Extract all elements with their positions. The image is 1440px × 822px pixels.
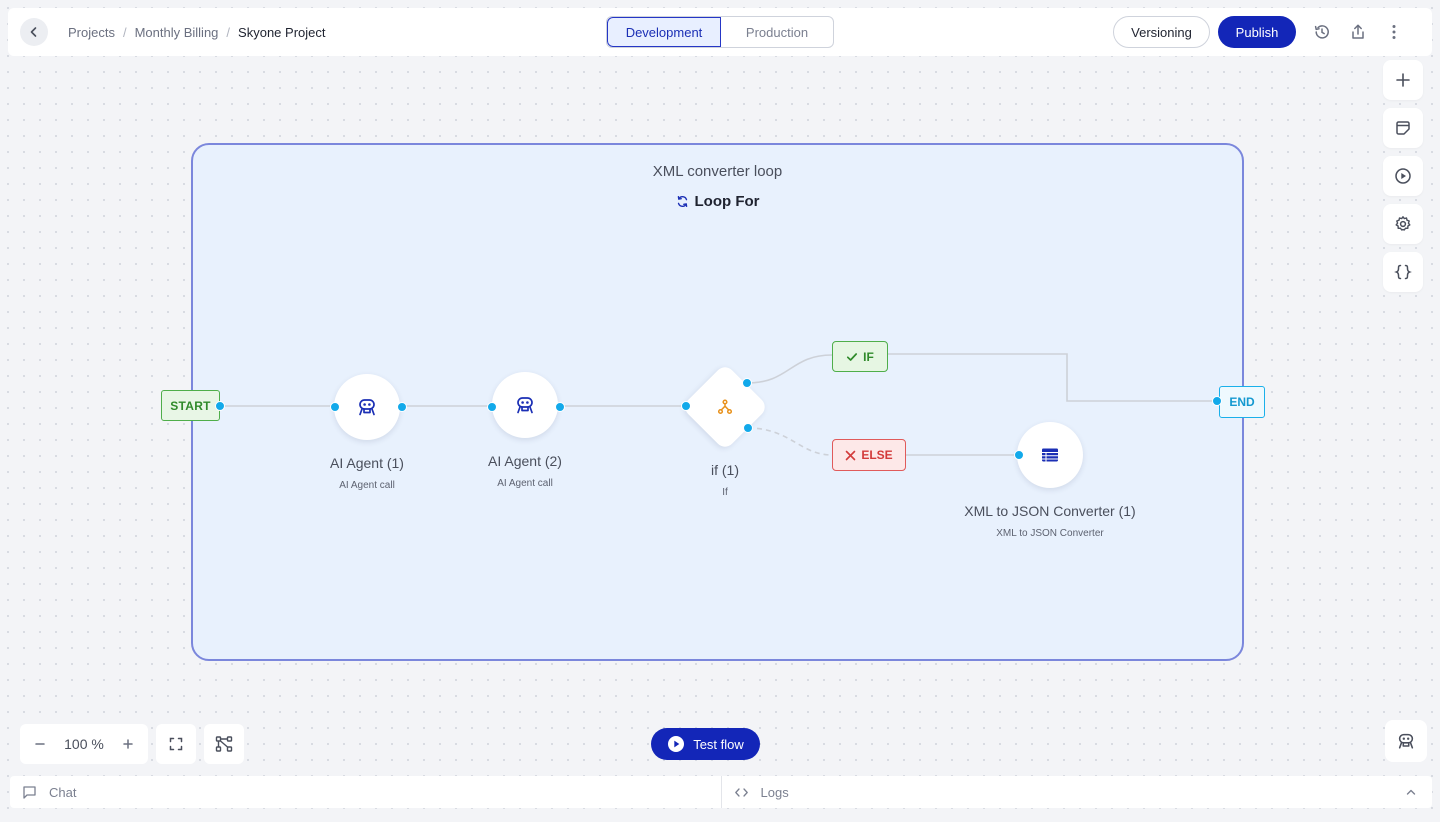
close-icon	[846, 450, 856, 460]
test-flow-button[interactable]: Test flow	[651, 728, 760, 760]
logs-panel-toggle[interactable]: Logs	[720, 776, 1433, 808]
end-node[interactable]: END	[1219, 386, 1265, 418]
plus-icon	[1396, 73, 1410, 87]
ai-agent-2-title: AI Agent (2)	[488, 453, 562, 469]
right-toolbar	[1383, 60, 1423, 300]
xml-converter-subtitle: XML to JSON Converter	[996, 528, 1104, 539]
logs-label: Logs	[760, 784, 789, 800]
fullscreen-icon	[169, 737, 183, 751]
ai-agent-1-node[interactable]	[334, 374, 400, 440]
robot-icon	[1398, 733, 1414, 749]
ai-agent-1-input-port[interactable]	[330, 402, 340, 412]
sticky-note-button[interactable]	[1383, 108, 1423, 148]
breadcrumb-current-project: Skyone Project	[238, 24, 326, 40]
play-circle-icon	[1395, 168, 1411, 184]
tab-production[interactable]: Production	[745, 24, 809, 40]
bottom-panel: Chat Logs	[10, 776, 1432, 808]
auto-layout-button[interactable]	[204, 724, 244, 764]
robot-icon	[359, 399, 375, 416]
plus-icon	[123, 739, 133, 749]
code-view-button[interactable]	[1383, 252, 1423, 292]
share-icon[interactable]	[1346, 20, 1370, 44]
if-1-false-port[interactable]	[743, 423, 753, 433]
loop-type-text: Loop For	[694, 193, 760, 210]
versioning-button[interactable]: Versioning	[1113, 16, 1210, 48]
loop-icon	[677, 195, 687, 208]
ai-agent-1-subtitle: AI Agent call	[339, 480, 395, 491]
publish-button[interactable]: Publish	[1218, 16, 1296, 48]
ai-agent-2-output-port[interactable]	[555, 402, 565, 412]
if-1-title: if (1)	[711, 462, 739, 478]
ai-agent-2-input-port[interactable]	[487, 402, 497, 412]
ai-assistant-button[interactable]	[1385, 720, 1427, 762]
breadcrumb-monthly-billing[interactable]: Monthly Billing	[134, 24, 219, 40]
environment-toggle: Development Production	[606, 16, 834, 48]
chat-panel-toggle[interactable]: Chat	[10, 776, 721, 808]
play-circle-icon	[668, 736, 685, 752]
chat-label: Chat	[49, 784, 77, 800]
zoom-in-button[interactable]	[118, 734, 138, 754]
zoom-control: 100 %	[20, 724, 148, 764]
if-branch-badge[interactable]: IF	[832, 341, 888, 372]
if-1-true-port[interactable]	[742, 378, 752, 388]
chevron-left-icon	[30, 27, 37, 37]
xml-converter-title: XML to JSON Converter (1)	[964, 503, 1136, 519]
loop-title: XML converter loop	[652, 163, 783, 180]
code-icon	[734, 787, 748, 797]
branch-icon	[717, 399, 733, 415]
xml-to-json-converter-node[interactable]	[1017, 422, 1083, 488]
test-flow-label: Test flow	[693, 736, 744, 752]
run-button[interactable]	[1383, 156, 1423, 196]
breadcrumb-separator: /	[226, 24, 231, 40]
zoom-out-button[interactable]	[30, 734, 50, 754]
end-input-port[interactable]	[1212, 396, 1222, 406]
note-icon	[1396, 121, 1410, 135]
breadcrumb: Projects / Monthly Billing / Skyone Proj…	[68, 8, 325, 56]
more-vertical-icon[interactable]	[1382, 20, 1406, 44]
zoom-level: 100 %	[64, 736, 104, 752]
breadcrumb-projects[interactable]: Projects	[68, 24, 115, 40]
settings-button[interactable]	[1383, 204, 1423, 244]
if-1-input-port[interactable]	[681, 401, 691, 411]
loop-type-label: Loop For	[193, 193, 1242, 210]
else-branch-label: ELSE	[861, 448, 893, 462]
fit-view-button[interactable]	[156, 724, 196, 764]
else-branch-badge[interactable]: ELSE	[832, 439, 906, 471]
start-node[interactable]: START	[161, 390, 220, 421]
ai-agent-1-output-port[interactable]	[397, 402, 407, 412]
tab-development[interactable]: Development	[607, 17, 721, 47]
history-icon[interactable]	[1310, 20, 1334, 44]
braces-icon	[1394, 264, 1412, 280]
add-node-button[interactable]	[1383, 60, 1423, 100]
if-1-subtitle: If	[722, 487, 728, 498]
back-button[interactable]	[20, 18, 48, 46]
table-icon	[1042, 448, 1058, 462]
check-icon	[847, 352, 858, 361]
robot-icon	[517, 397, 533, 414]
start-output-port[interactable]	[215, 401, 225, 411]
layout-nodes-icon	[215, 736, 233, 752]
minus-icon	[35, 743, 45, 745]
breadcrumb-separator: /	[122, 24, 127, 40]
ai-agent-2-node[interactable]	[492, 372, 558, 438]
top-bar: Projects / Monthly Billing / Skyone Proj…	[8, 8, 1432, 56]
chevron-up-icon[interactable]	[1404, 785, 1418, 799]
gear-icon	[1395, 216, 1411, 231]
chat-icon	[23, 785, 36, 799]
ai-agent-1-title: AI Agent (1)	[330, 455, 404, 471]
ai-agent-2-subtitle: AI Agent call	[497, 478, 553, 489]
xml-converter-input-port[interactable]	[1014, 450, 1024, 460]
if-branch-label: IF	[863, 349, 874, 364]
